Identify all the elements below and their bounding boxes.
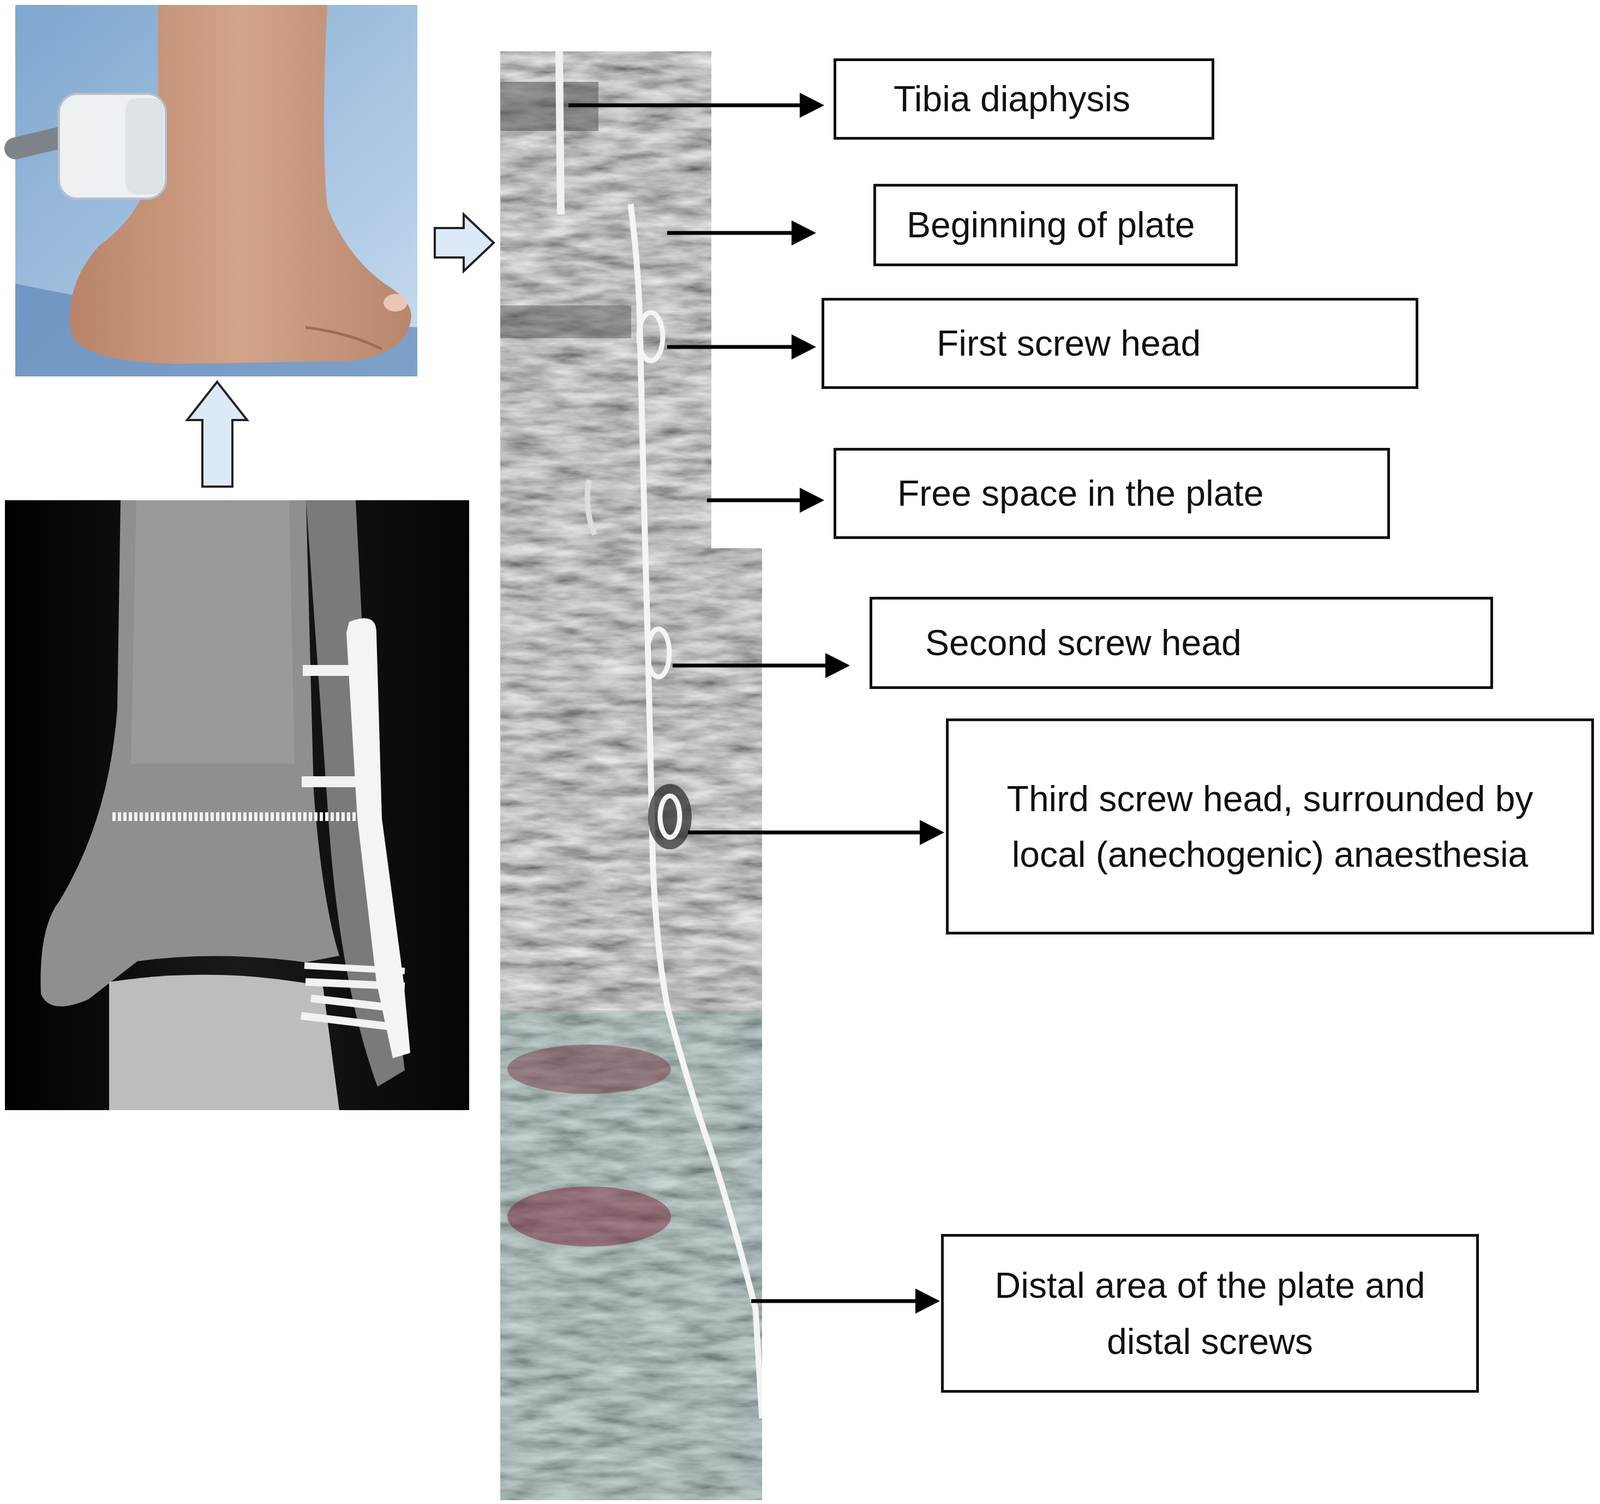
plate-echo xyxy=(630,204,763,1419)
leader-arrows xyxy=(568,92,945,1314)
ultrasound-probe xyxy=(58,93,166,199)
ankle-photo xyxy=(15,4,418,377)
us-tint xyxy=(500,1010,763,1501)
arrowhead xyxy=(791,220,817,246)
screw-head-echo xyxy=(660,795,680,838)
us-speckle xyxy=(500,51,763,1501)
label-box: First screw head xyxy=(821,297,1419,389)
xray-image xyxy=(4,500,470,1111)
toe-line xyxy=(305,327,382,350)
tibia-cortex xyxy=(130,500,295,764)
arrowhead xyxy=(799,92,825,118)
ultrasound-image xyxy=(500,51,763,1501)
leader-line xyxy=(667,231,794,236)
toenail xyxy=(383,294,408,312)
label-box: Distal area of the plate and distal scre… xyxy=(941,1233,1479,1393)
plate xyxy=(346,618,411,1059)
arrowhead xyxy=(915,1288,940,1314)
leader-line xyxy=(706,498,802,503)
label-text: Free space in the plate xyxy=(897,465,1264,521)
us-base xyxy=(500,51,763,1501)
label-box: Second screw head xyxy=(869,596,1494,689)
long-screw xyxy=(112,812,367,822)
label-text: Distal area of the plate and distal scre… xyxy=(965,1257,1455,1370)
arrowhead xyxy=(825,652,850,679)
tibia xyxy=(40,500,340,1007)
screw-head-echo xyxy=(638,312,663,361)
block-arrow-up xyxy=(187,381,248,487)
leader-line xyxy=(751,1299,918,1304)
us-red-area xyxy=(507,1186,671,1247)
label-text: First screw head xyxy=(936,315,1201,371)
xray-background xyxy=(4,500,470,1111)
label-text: Second screw head xyxy=(925,614,1242,671)
arrowhead xyxy=(791,334,817,360)
arrowhead xyxy=(919,819,945,846)
us-dark-band xyxy=(500,305,632,339)
leader-line xyxy=(672,663,828,668)
label-box: Free space in the plate xyxy=(833,447,1390,539)
arrowhead xyxy=(799,487,825,513)
photo-background xyxy=(15,4,418,377)
leader-line xyxy=(667,345,794,350)
probe-face xyxy=(125,98,164,195)
label-text: Tibia diaphysis xyxy=(893,70,1131,127)
us-red-area xyxy=(507,1044,671,1094)
label-box: Tibia diaphysis xyxy=(833,58,1215,140)
label-box: Third screw head, surrounded by local (a… xyxy=(945,718,1594,935)
anechoic-area xyxy=(648,783,692,850)
talus xyxy=(109,974,340,1111)
screw-head-echo xyxy=(647,628,670,677)
us-echo xyxy=(587,480,595,535)
leader-line xyxy=(687,830,922,835)
label-text: Beginning of plate xyxy=(906,196,1195,253)
tibia-echo xyxy=(559,51,561,215)
label-text: Third screw head, surrounded by local (a… xyxy=(970,770,1570,883)
block-arrow-right xyxy=(434,214,494,272)
label-box: Beginning of plate xyxy=(873,183,1238,267)
leader-line xyxy=(568,103,802,108)
